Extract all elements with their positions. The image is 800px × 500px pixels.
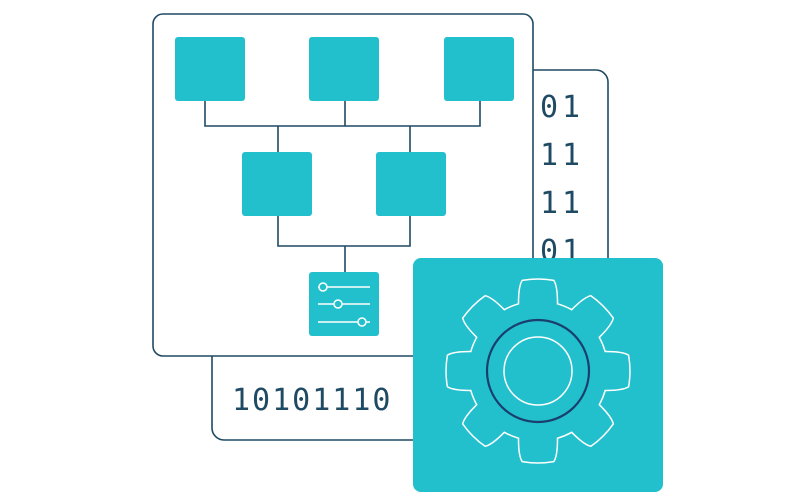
binary-line-1: 01 — [540, 90, 584, 125]
node-mid-left — [242, 152, 312, 216]
binary-line-2: 11 — [540, 138, 584, 173]
gear-outline — [445, 278, 631, 464]
sliders-node — [309, 272, 379, 336]
binary-row: 10101110 — [232, 383, 393, 418]
gear-card — [413, 258, 663, 492]
node-top-left — [175, 37, 245, 101]
gear-ring-outer — [485, 318, 591, 424]
node-top-middle — [309, 37, 379, 101]
node-top-right — [444, 37, 514, 101]
gear-icon — [445, 278, 631, 464]
tree-connectors — [204, 100, 481, 272]
binary-column: 01 11 11 01 — [540, 90, 584, 269]
node-mid-right — [376, 152, 446, 216]
gear-ring-inner — [503, 336, 573, 406]
binary-line-3: 11 — [540, 186, 584, 221]
sliders-icon — [318, 282, 370, 327]
